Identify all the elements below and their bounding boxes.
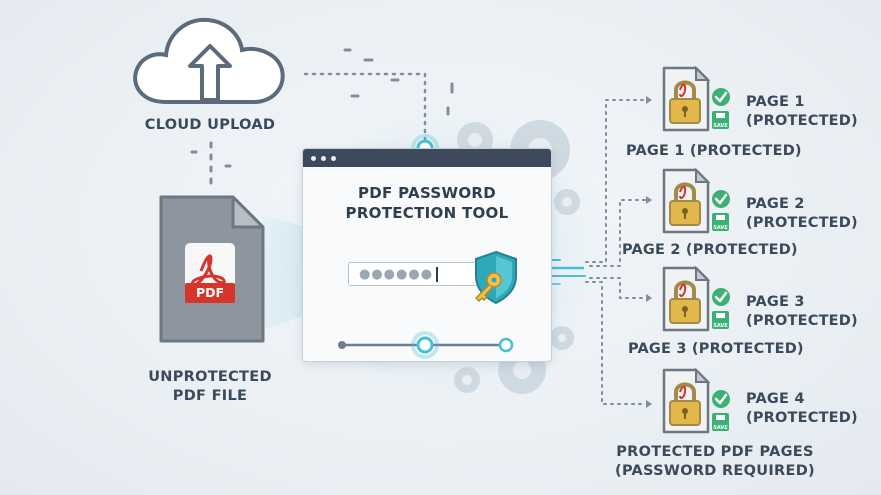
page-2-side-label: PAGE 2 (PROTECTED) bbox=[746, 196, 858, 231]
svg-text:SAVE: SAVE bbox=[713, 425, 728, 431]
page-1-caption: PAGE 1 (PROTECTED) bbox=[626, 143, 802, 159]
protected-pages-footer: PROTECTED PDF PAGES (PASSWORD REQUIRED) bbox=[615, 444, 815, 479]
pdf-file-icon bbox=[159, 195, 265, 343]
protected-page-icon: SAVE bbox=[662, 266, 730, 332]
cloud-to-file-connector bbox=[190, 141, 232, 185]
page-3-side-label: PAGE 3 (PROTECTED) bbox=[746, 294, 858, 329]
text-caret bbox=[436, 266, 438, 282]
page-2-caption: PAGE 2 (PROTECTED) bbox=[622, 242, 798, 258]
page-1-side-label: PAGE 1 (PROTECTED) bbox=[746, 94, 858, 129]
cloud-upload-icon bbox=[133, 17, 285, 104]
page-3-caption: PAGE 3 (PROTECTED) bbox=[628, 341, 804, 357]
svg-text:SAVE: SAVE bbox=[713, 123, 728, 129]
password-mask: ●●●●●● bbox=[359, 266, 434, 282]
window-dot bbox=[321, 155, 326, 161]
cloud-to-tool-connector bbox=[303, 72, 427, 142]
window-dot bbox=[311, 155, 316, 161]
progress-track bbox=[338, 331, 514, 359]
page-connectors bbox=[585, 99, 647, 405]
password-input[interactable]: ●●●●●● bbox=[348, 262, 478, 286]
cloud-upload-label: CLOUD UPLOAD bbox=[144, 117, 276, 133]
protected-page-icon: SAVE bbox=[662, 368, 730, 434]
shield-key-icon bbox=[475, 250, 517, 305]
tool-title: PDF PASSWORD PROTECTION TOOL bbox=[345, 184, 509, 222]
unprotected-label: UNPROTECTED PDF FILE bbox=[148, 369, 272, 404]
page-4-side-label: PAGE 4 (PROTECTED) bbox=[746, 391, 858, 426]
window-dot bbox=[331, 155, 336, 161]
window-title-bar bbox=[303, 149, 551, 167]
protected-page-icon: SAVE bbox=[662, 66, 730, 132]
protection-tool-window: PDF PASSWORD PROTECTION TOOL bbox=[302, 148, 552, 362]
svg-text:SAVE: SAVE bbox=[713, 323, 728, 329]
svg-text:SAVE: SAVE bbox=[713, 225, 728, 231]
protected-page-icon: SAVE bbox=[662, 168, 730, 234]
pdf-badge: PDF bbox=[195, 285, 225, 300]
